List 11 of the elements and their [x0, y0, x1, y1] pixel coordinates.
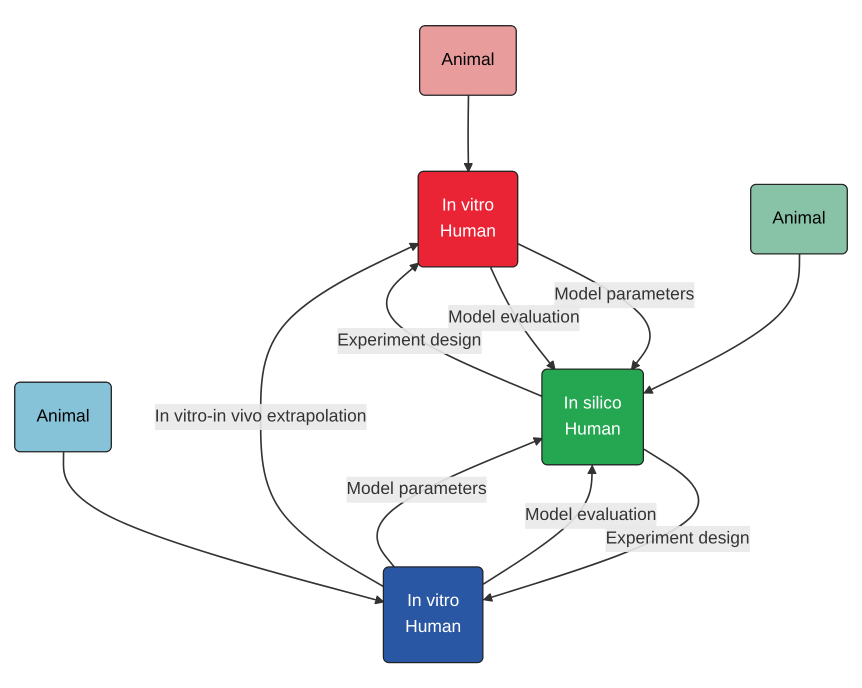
edge-label: Experiment design — [606, 529, 750, 548]
edge-label: Model parameters — [346, 480, 487, 498]
edge-label: Model parameters — [554, 285, 694, 304]
arrow — [260, 242, 420, 588]
arrow — [644, 254, 800, 394]
edge-label: Experiment design — [337, 331, 482, 350]
arrow — [62, 452, 384, 604]
edge-label: In vitro-in vivo extrapolation — [154, 407, 366, 426]
edge-label: Model evaluation — [524, 506, 656, 524]
edge-label: Model evaluation — [448, 308, 580, 327]
arrow — [464, 96, 474, 172]
